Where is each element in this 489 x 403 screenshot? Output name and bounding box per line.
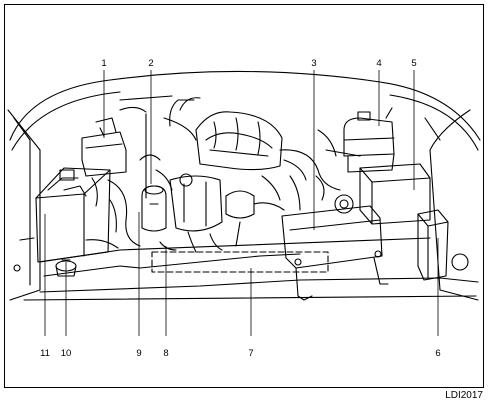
battery-11 [35, 167, 111, 263]
left-fender [7, 109, 41, 301]
intake-manifold [195, 111, 283, 171]
callout-10: 10 [61, 348, 72, 359]
callout-5: 5 [411, 58, 416, 69]
callout-1: 1 [101, 58, 106, 69]
brake-reservoir-4 [343, 117, 395, 157]
callout-4: 4 [376, 58, 381, 69]
callout-9: 9 [136, 348, 141, 359]
air-filter-3 [281, 205, 383, 269]
callout-6: 6 [435, 348, 440, 359]
washer-tank-6 [417, 209, 449, 281]
callout-7: 7 [248, 348, 253, 359]
right-cap-icon [451, 253, 469, 271]
callout-3: 3 [311, 58, 316, 69]
diagram-frame [4, 4, 484, 388]
right-fender [429, 109, 479, 301]
fuse-box-5 [359, 163, 431, 225]
hood-opening-outline [9, 70, 481, 141]
callout-2: 2 [148, 58, 153, 69]
relay-box-1 [81, 131, 127, 177]
callout-11: 11 [40, 348, 50, 359]
figure-code: LDI2017 [445, 390, 483, 401]
callout-8: 8 [163, 348, 168, 359]
dashed-region [151, 251, 329, 273]
